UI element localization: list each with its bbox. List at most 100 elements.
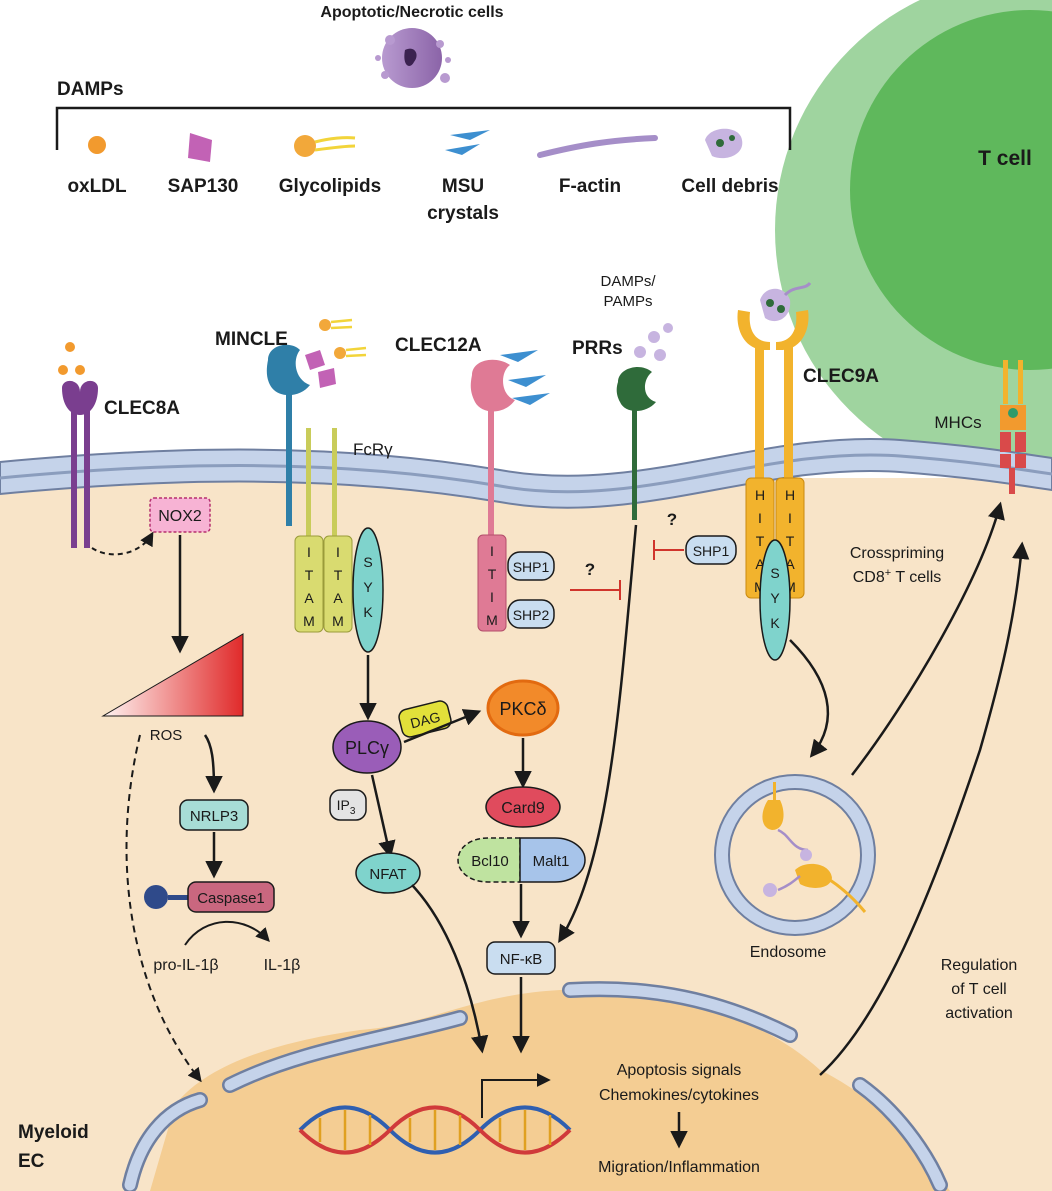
clec9a-label: CLEC9A [803, 366, 879, 387]
svg-text:T: T [786, 533, 795, 549]
svg-text:T: T [756, 533, 765, 549]
transcription-arrow [481, 1073, 551, 1118]
mincle-receptor: MINCLE [215, 318, 367, 526]
nox2-node: NOX2 [149, 497, 211, 533]
svg-text:NOX2: NOX2 [158, 508, 202, 525]
mhc-complex: MHCs [934, 360, 1026, 494]
damp-crystals: crystals [427, 203, 499, 224]
svg-text:Caspase1: Caspase1 [197, 890, 265, 907]
svg-text:A: A [304, 590, 314, 606]
svg-text:Card9: Card9 [501, 800, 545, 817]
svg-text:I: I [490, 589, 494, 605]
svg-text:I: I [788, 510, 792, 526]
nlrp3-node: NRLP3 [179, 799, 249, 831]
clec8a-label: CLEC8A [104, 398, 180, 419]
svg-text:H: H [785, 487, 795, 503]
shp1-node: SHP1 [507, 551, 555, 581]
damp-cell-debris: Cell debris [681, 176, 778, 197]
cell-debris-icon [705, 128, 743, 159]
svg-text:PKCδ: PKCδ [499, 699, 546, 719]
svg-text:Bcl10: Bcl10 [471, 853, 509, 870]
shp-inhibition [570, 580, 621, 600]
syk-clec9a: S Y K [759, 539, 791, 661]
ros-gradient: ROS [101, 633, 244, 744]
question-mark-2: ? [667, 510, 677, 529]
svg-text:ROS: ROS [150, 727, 183, 744]
myeloid-label: Myeloid [18, 1122, 89, 1143]
plcg-to-pkcd-arrow [403, 709, 482, 744]
nucleus-to-mhc-arrow [819, 541, 1030, 1076]
t-cell-label: T cell [978, 147, 1032, 170]
svg-text:S: S [770, 565, 779, 581]
ip3-node: IP3 [329, 789, 367, 821]
fcrg-chain: FcRγ [306, 428, 393, 538]
svg-text:A: A [333, 590, 343, 606]
ec-label: EC [18, 1151, 45, 1172]
il1b-label: IL-1β [264, 957, 301, 974]
svg-text:I: I [758, 510, 762, 526]
svg-text:K: K [363, 604, 373, 620]
svg-text:NFAT: NFAT [369, 866, 406, 883]
endosome-label: Endosome [750, 944, 827, 961]
shp2-node: SHP2 [507, 599, 555, 629]
caspase1-node: Caspase1 [144, 881, 275, 913]
mincle-label: MINCLE [215, 329, 288, 350]
card9-node: Card9 [485, 786, 561, 828]
svg-text:T: T [334, 567, 343, 583]
crosspriming-line1: Crosspriming [850, 545, 944, 562]
nfat-to-nucleus-arrow [411, 884, 489, 1054]
regulation-line2: of T cell [951, 981, 1006, 998]
clec8a-receptor: CLEC8A [58, 342, 180, 548]
nfkb-node: NF-κB [486, 941, 556, 975]
svg-text:DAG: DAG [409, 709, 442, 732]
oxldl-icon [88, 136, 106, 154]
itam-box-2: I T A M [323, 535, 353, 633]
question-mark-1: ? [585, 560, 595, 579]
svg-text:I: I [336, 544, 340, 560]
f-actin-icon [537, 135, 658, 158]
syk-mincle: S Y K [352, 527, 384, 653]
pro-il1b-label: pro-IL-1β [153, 957, 218, 974]
svg-text:SHP1: SHP1 [693, 543, 730, 559]
svg-text:Y: Y [363, 579, 373, 595]
damp-oxldl: oxLDL [67, 176, 127, 197]
t-cell: T cell [775, 0, 1052, 485]
apoptosis-signals-label: Apoptosis signals [617, 1062, 742, 1079]
il1b-processing-arrow [184, 920, 270, 946]
svg-text:A: A [785, 556, 795, 572]
svg-text:IP3: IP3 [337, 797, 356, 817]
msu-crystals-icon [445, 130, 490, 155]
ros-to-nlrp3-arrow [203, 734, 223, 794]
regulation-line1: Regulation [941, 957, 1018, 974]
svg-text:PLCγ: PLCγ [345, 738, 389, 758]
damp-f-actin: F-actin [559, 176, 621, 197]
svg-text:Malt1: Malt1 [533, 853, 570, 870]
svg-text:A: A [755, 556, 765, 572]
itim-box: I T I M [477, 534, 507, 632]
mhcs-label: MHCs [934, 413, 981, 432]
svg-text:I: I [307, 544, 311, 560]
plcg-node: PLCγ [332, 720, 402, 774]
pkcd-node: PKCδ [486, 679, 560, 737]
svg-text:NRLP3: NRLP3 [190, 808, 238, 825]
damp-msu: MSU [442, 176, 484, 197]
chemokines-label: Chemokines/cytokines [599, 1087, 759, 1104]
damp-sap130: SAP130 [168, 176, 239, 197]
itam-box-1: I T A M [294, 535, 324, 633]
regulation-line3: activation [945, 1005, 1013, 1022]
nfat-node: NFAT [355, 852, 421, 894]
svg-text:M: M [332, 613, 344, 629]
prr-receptor: PRRs DAMPs/ PAMPs [572, 273, 673, 520]
plcg-to-nfat-arrow [370, 774, 396, 859]
dna-helix [298, 1105, 572, 1155]
sap130-icon [188, 133, 212, 162]
svg-text:T: T [305, 567, 314, 583]
endosome: Endosome [714, 774, 876, 961]
apoptotic-cell: Apoptotic/Necrotic cells [320, 4, 504, 88]
svg-text:I: I [490, 543, 494, 559]
clec12a-label: CLEC12A [395, 335, 482, 356]
svg-text:S: S [363, 554, 372, 570]
ros-to-nucleus-arrow [125, 734, 202, 1083]
fcrg-label: FcRγ [353, 440, 393, 459]
